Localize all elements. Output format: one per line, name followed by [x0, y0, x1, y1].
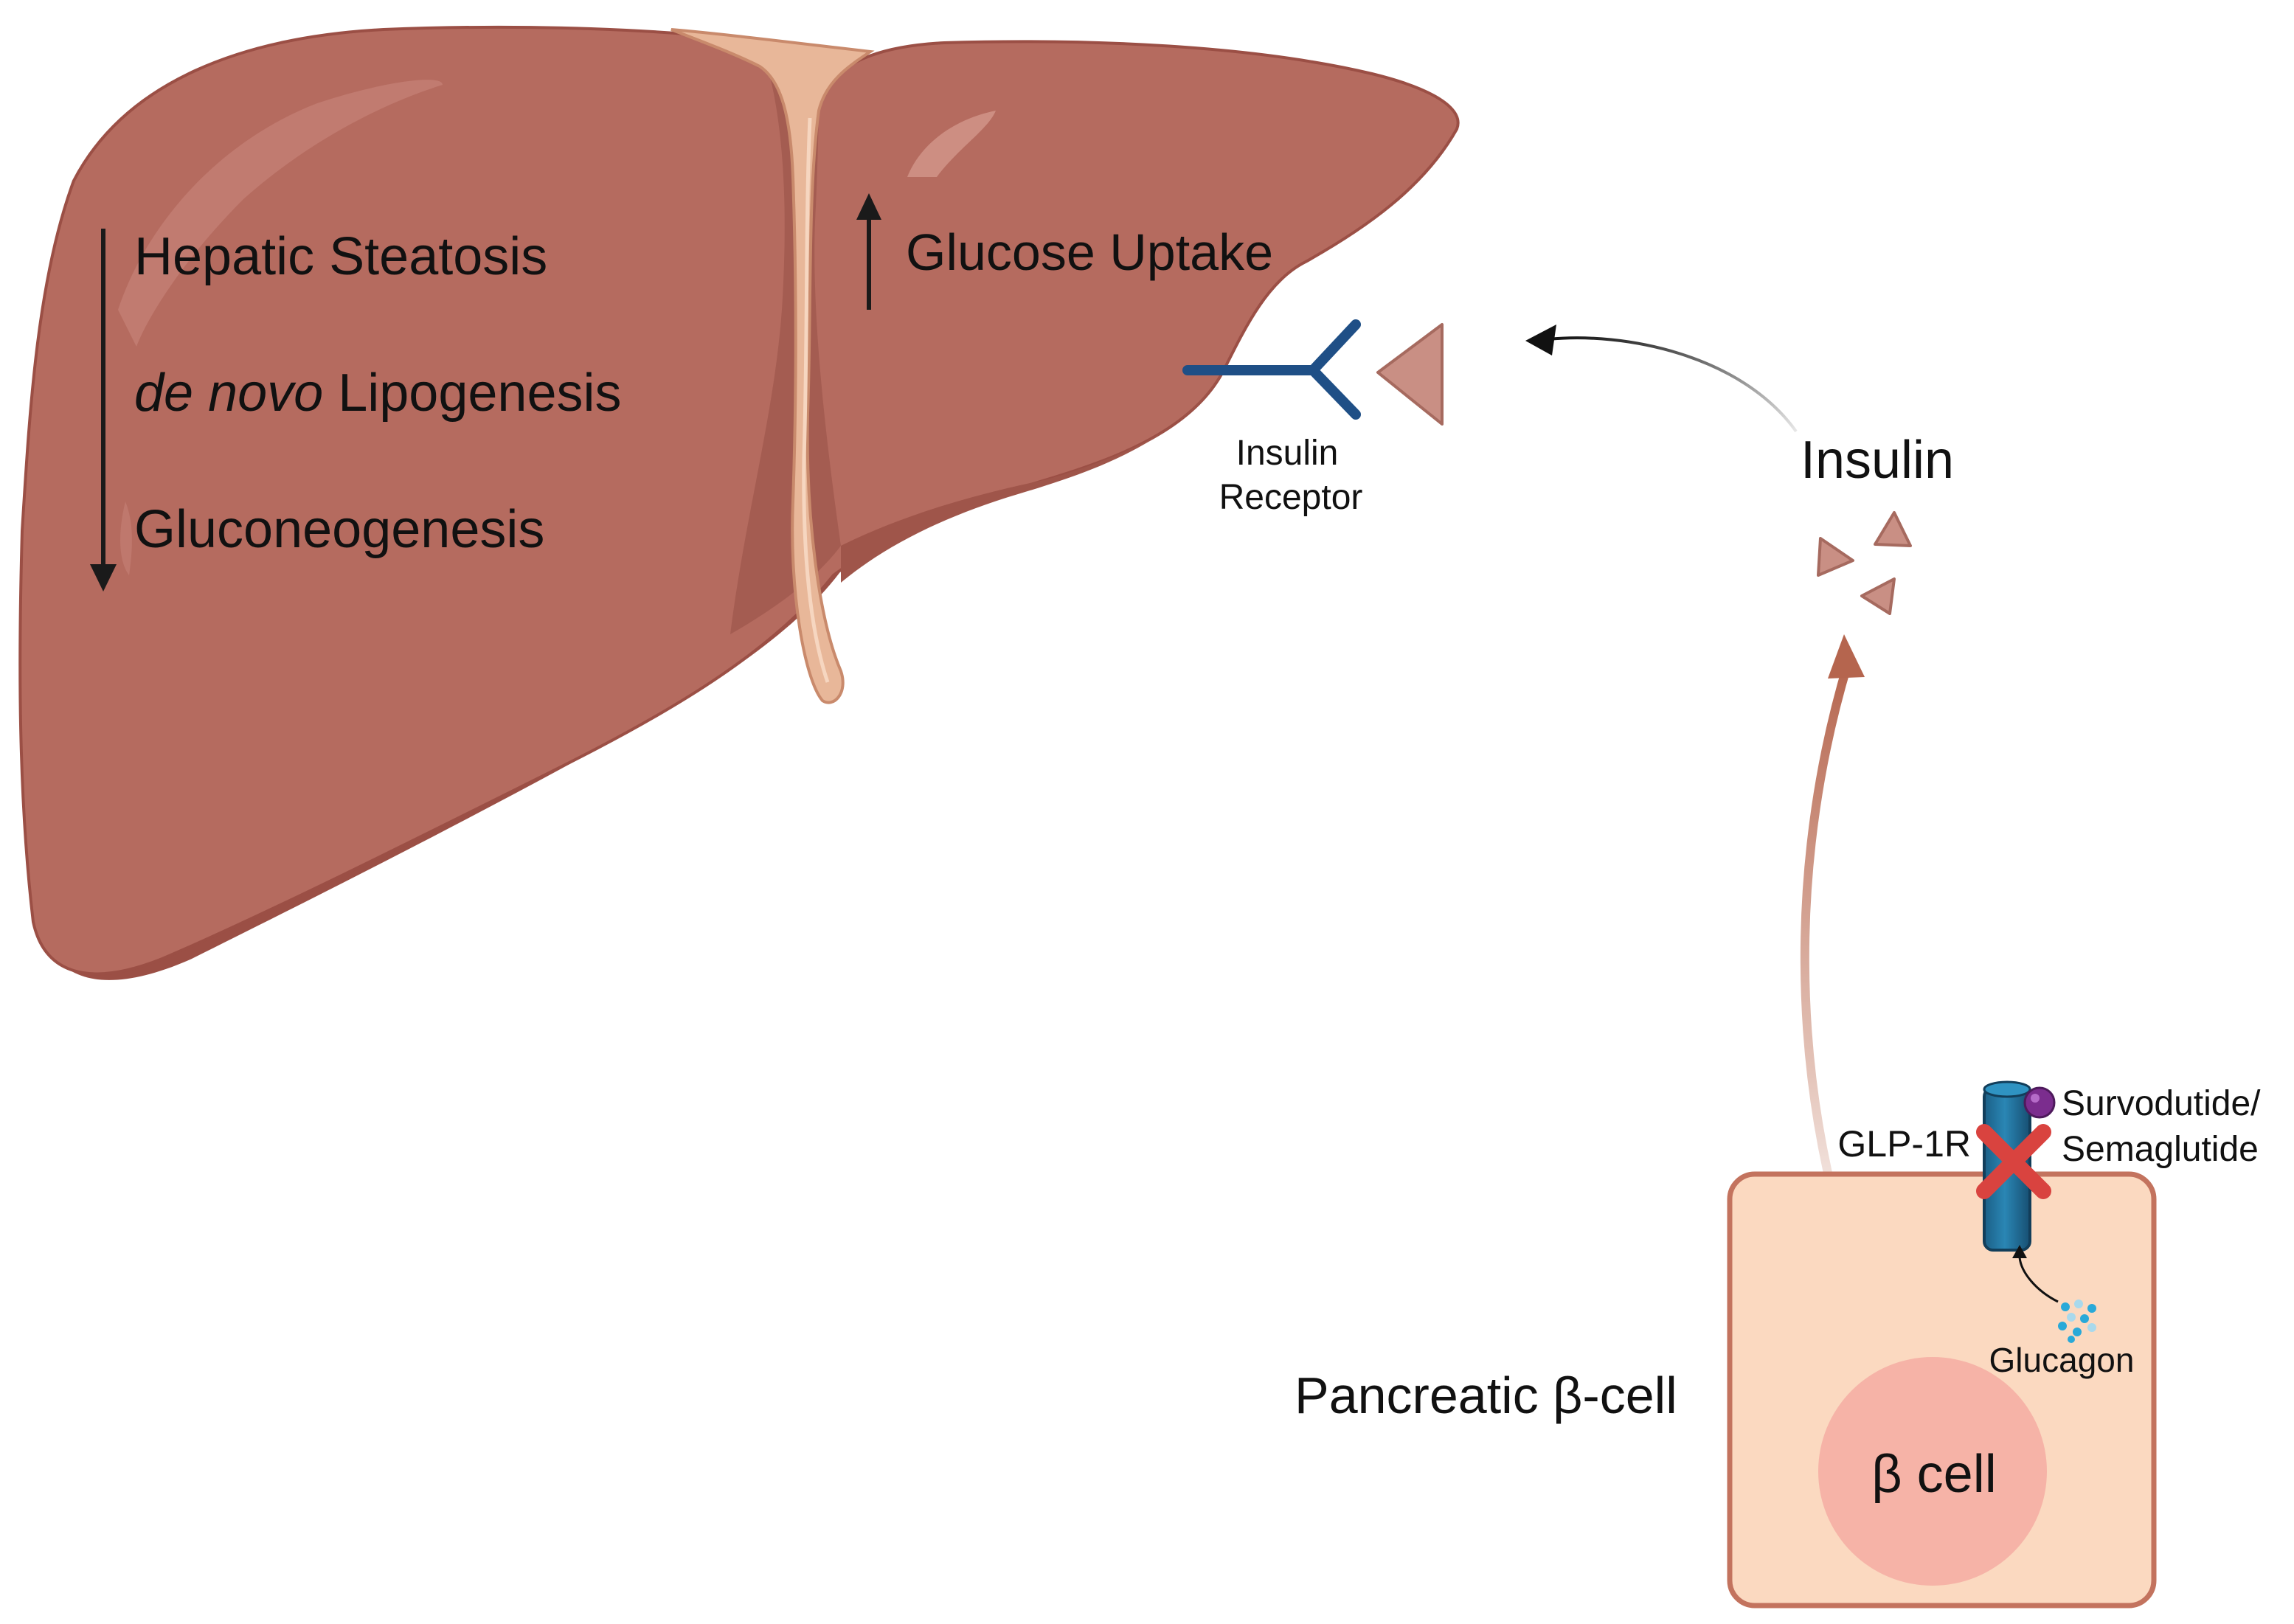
secretion-arrow-head	[1828, 634, 1865, 679]
cell-nucleus	[1818, 1357, 2047, 1586]
increased-effects-group: Glucose Uptake	[856, 193, 1273, 310]
insulin-triangle-1	[1874, 511, 1912, 547]
liver-highlight-edge	[120, 502, 132, 575]
curved-arrow-to-receptor	[1548, 336, 1798, 433]
effect-glucose-uptake: Glucose Uptake	[906, 223, 1273, 281]
curved-arrow-head	[1525, 325, 1556, 355]
receptor-label-line2: Receptor	[1219, 478, 1363, 517]
nucleus-label: β cell	[1871, 1445, 1996, 1504]
insulin-triangle-2	[1817, 537, 1854, 577]
de-novo-italic: de novo	[134, 364, 323, 423]
insulin-label: Insulin	[1801, 431, 1954, 490]
effect-gluconeogenesis: Gluconeogenesis	[134, 500, 544, 559]
up-arrow-head	[856, 193, 881, 220]
receptor-label-line1: Insulin	[1236, 434, 1339, 473]
falciform-ligament	[670, 28, 875, 704]
liver-highlight-left	[118, 80, 443, 347]
decreased-effects-group: Hepatic Steatosis de novo Lipogenesis Gl…	[90, 227, 622, 591]
glp1r-label: GLP-1R	[1837, 1123, 1971, 1165]
pancreatic-beta-cell: β cell	[1727, 1171, 2157, 1609]
effect-de-novo-lipogenesis: de novo Lipogenesis	[134, 364, 622, 423]
drug-ligand	[2023, 1086, 2056, 1119]
lipogenesis-text: Lipogenesis	[323, 364, 621, 423]
glucagon-arrow	[2018, 1257, 2059, 1303]
block-x-icon	[1976, 1124, 2051, 1199]
insulin-triangle-3	[1860, 577, 1896, 615]
liver-highlight-right	[907, 111, 996, 177]
drug-ligand-highlight	[2031, 1094, 2040, 1103]
effect-hepatic-steatosis: Hepatic Steatosis	[134, 227, 547, 286]
drug-label-line2: Semaglutide	[2062, 1130, 2259, 1169]
glp1r-top	[1983, 1080, 2031, 1098]
pancreatic-cell-title: Pancreatic β-cell	[1295, 1367, 1677, 1424]
insulin-molecules	[1817, 511, 1912, 615]
drug-label-line1: Survodutide/	[2062, 1084, 2261, 1123]
insulin-receptor: Insulin Receptor	[1182, 319, 1363, 517]
down-arrow-head	[90, 564, 117, 591]
insulin-triangle-bound	[1376, 323, 1444, 426]
glucagon-arrow-head	[2012, 1245, 2027, 1258]
glucagon-label: Glucagon	[1989, 1341, 2135, 1379]
receptor-icon	[1182, 319, 1361, 420]
glucagon-molecules	[2058, 1299, 2096, 1343]
ligament-highlight	[802, 117, 830, 683]
liver-illustration	[18, 25, 1460, 980]
